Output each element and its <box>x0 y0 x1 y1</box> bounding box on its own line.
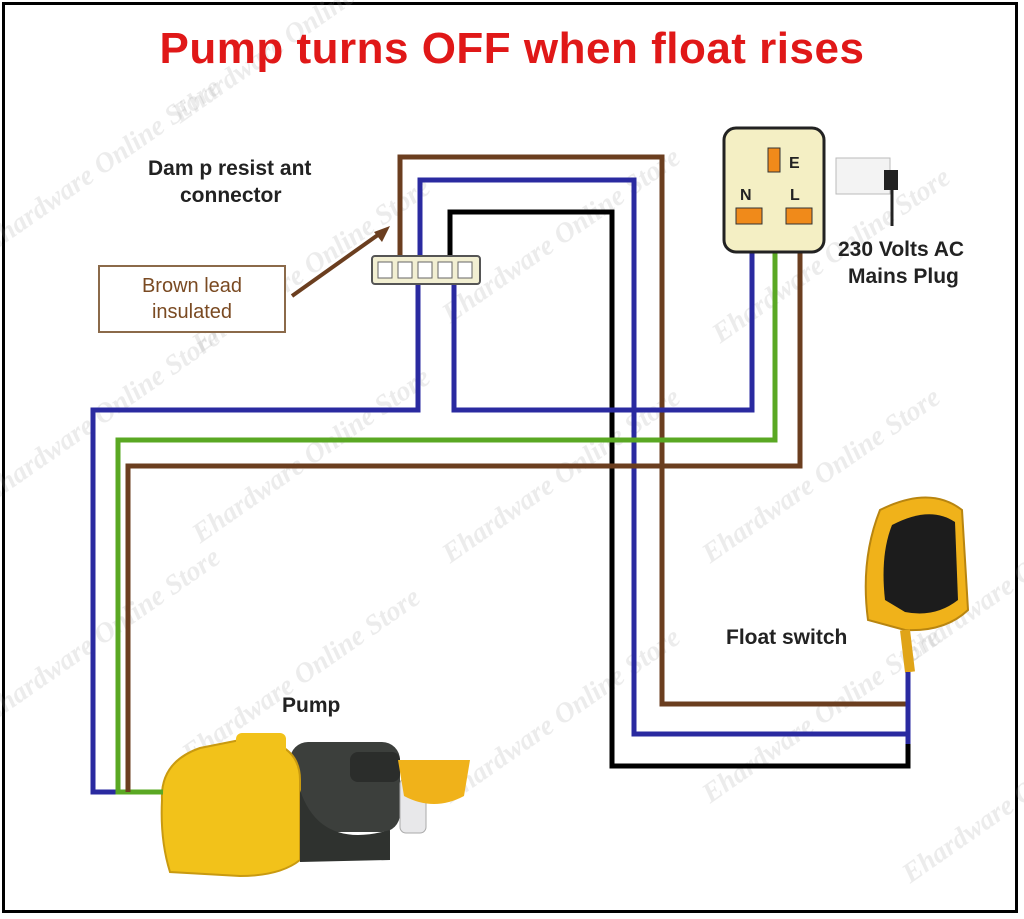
plug-photo <box>835 157 898 226</box>
neutral-to-pump <box>90 282 421 795</box>
earth-wire <box>115 168 778 795</box>
connector-label-line1: Dam p resist ant <box>148 157 312 180</box>
connector-block-graphic <box>371 255 481 285</box>
float-switch-graphic <box>864 496 970 673</box>
brown-wire <box>397 154 911 707</box>
connector-label-line2: connector <box>180 184 282 207</box>
callout-arrow <box>290 230 384 298</box>
connector-label: Dam p resist ant connector <box>148 155 311 209</box>
black-wire <box>447 209 911 769</box>
plug-label-line1: 230 Volts AC <box>838 238 965 261</box>
neutral-to-plug <box>451 222 755 413</box>
live-to-plug <box>125 222 803 792</box>
plug-pin-l-label: L <box>790 187 800 204</box>
pump-graphic <box>160 733 470 878</box>
plug-pin-n-label: N <box>740 187 752 204</box>
float-switch-label: Float switch <box>726 626 848 649</box>
blue-wire <box>417 177 908 737</box>
mains-plug-graphic <box>722 126 826 254</box>
diagram-title: Pump turns OFF when float rises <box>159 24 865 73</box>
callout-arrow-head <box>374 226 390 242</box>
callout-box: Brown lead insulated <box>98 265 286 333</box>
plug-label-line2: Mains Plug <box>848 265 959 288</box>
plug-pin-e-label: E <box>789 155 800 172</box>
callout-line2: insulated <box>151 301 233 323</box>
callout-line1: Brown lead <box>141 275 243 297</box>
plug-label: 230 Volts AC Mains Plug <box>838 236 964 290</box>
pump-label: Pump <box>282 694 341 717</box>
